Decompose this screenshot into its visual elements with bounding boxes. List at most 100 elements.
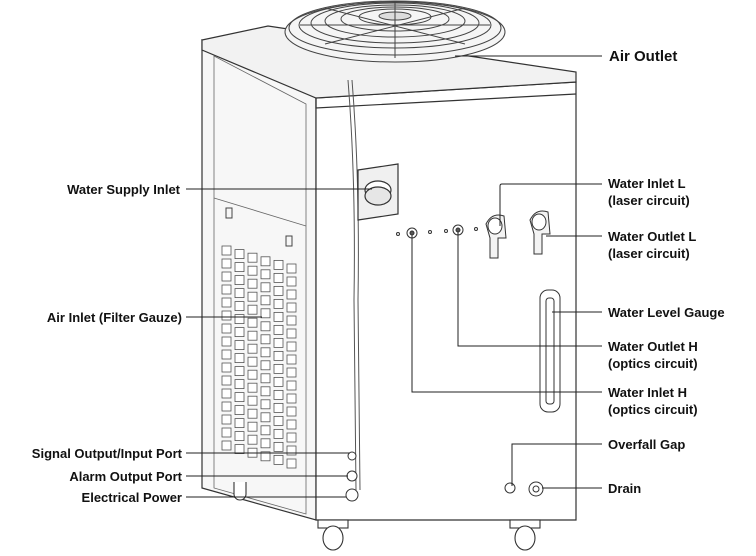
gauze-cell — [286, 458, 297, 469]
water-inlet-h-title: Water Inlet H — [608, 385, 687, 400]
gauze-cell — [247, 291, 258, 302]
gauze-cell — [273, 415, 284, 426]
gauze-cell — [221, 297, 232, 308]
gauze-cell — [247, 356, 258, 367]
label-overfall-gap: Overfall Gap — [608, 437, 686, 452]
gauze-cell — [221, 375, 232, 386]
water-outlet-l-title: Water Outlet L — [608, 229, 697, 244]
gauze-cell — [221, 284, 232, 295]
gauze-cell — [247, 408, 258, 419]
gauze-cell — [247, 434, 258, 445]
gauze-cell — [221, 401, 232, 412]
gauze-cell — [260, 386, 271, 397]
gauze-cell — [260, 425, 271, 436]
gauze-cell — [286, 380, 297, 391]
gauze-cell — [221, 388, 232, 399]
gauze-cell — [286, 393, 297, 404]
gauze-cell — [260, 399, 271, 410]
gauze-cell — [221, 258, 232, 269]
gauze-cell — [234, 431, 245, 442]
gauze-cell — [286, 367, 297, 378]
casters — [233, 482, 541, 551]
gauze-cell — [234, 275, 245, 286]
gauze-cell — [286, 263, 297, 274]
gauze-cell — [234, 366, 245, 377]
water-outlet-h-title: Water Outlet H — [608, 339, 698, 354]
leader-lines — [186, 55, 602, 498]
label-water-level-gauge: Water Level Gauge — [608, 305, 725, 320]
water-inlet-l-sub: (laser circuit) — [608, 193, 690, 208]
gauze-cell — [286, 302, 297, 313]
gauze-cell — [234, 314, 245, 325]
gauze-cell — [273, 441, 284, 452]
gauze-cell — [247, 343, 258, 354]
gauze-cell — [260, 412, 271, 423]
label-water-outlet-l: Water Outlet L (laser circuit) — [608, 228, 696, 262]
label-alarm-port: Alarm Output Port — [69, 469, 182, 484]
gauze-cell — [260, 373, 271, 384]
overfall-gap-port — [504, 482, 516, 494]
label-drain: Drain — [608, 481, 642, 496]
gauze-cell — [260, 334, 271, 345]
gauze-cell — [234, 392, 245, 403]
label-air-outlet: Air Outlet — [609, 48, 678, 65]
gauze-cell — [273, 428, 284, 439]
side-pipe — [347, 79, 357, 491]
gauze-cell — [247, 382, 258, 393]
gauze-cell — [260, 438, 271, 449]
gauze-cell — [286, 354, 297, 365]
gauze-cell — [260, 295, 271, 306]
gauze-cell — [286, 432, 297, 443]
gauze-cell — [221, 414, 232, 425]
gauze-cell — [286, 419, 297, 430]
gauze-cell — [273, 311, 284, 322]
gauze-cell — [286, 445, 297, 456]
gauze-cell — [286, 315, 297, 326]
label-signal-port: Signal Output/Input Port — [31, 446, 182, 461]
gauze-cell — [234, 301, 245, 312]
gauze-cell — [273, 337, 284, 348]
gauze-cell — [221, 323, 232, 334]
gauze-cell — [260, 360, 271, 371]
water-outlet-h-sub: (optics circuit) — [608, 356, 698, 371]
gauze-cell — [286, 406, 297, 417]
gauze-cell — [234, 405, 245, 416]
water-supply-inlet-box — [357, 163, 399, 221]
label-water-inlet-h: Water Inlet H (optics circuit) — [608, 384, 698, 418]
gauze-cell — [234, 249, 245, 260]
gauze-cell — [247, 278, 258, 289]
water-inlet-h-sub: (optics circuit) — [608, 402, 698, 417]
label-water-inlet-l: Water Inlet L (laser circuit) — [608, 175, 690, 209]
water-outlet-l-sub: (laser circuit) — [608, 246, 690, 261]
gauze-cell — [273, 272, 284, 283]
gauze-cell — [247, 421, 258, 432]
gauze-cell — [247, 265, 258, 276]
gauze-cell — [260, 282, 271, 293]
gauze-cell — [260, 269, 271, 280]
gauze-cell — [221, 245, 232, 256]
gauze-cell — [234, 444, 245, 455]
gauze-cell — [247, 304, 258, 315]
gauze-cell — [221, 362, 232, 373]
gauze-cell — [273, 376, 284, 387]
gauze-cell — [247, 395, 258, 406]
gauze-cell — [234, 327, 245, 338]
gauze-cell — [273, 363, 284, 374]
gauze-cell — [260, 451, 271, 462]
gauze-cell — [247, 330, 258, 341]
side-panel — [201, 39, 317, 521]
gauze-cell — [273, 389, 284, 400]
gauze-cell — [273, 298, 284, 309]
gauze-cell — [234, 353, 245, 364]
gauze-cell — [260, 308, 271, 319]
gauze-cell — [234, 262, 245, 273]
gauze-cell — [221, 271, 232, 282]
gauze-cell — [273, 454, 284, 465]
gauze-cell — [273, 402, 284, 413]
gauze-cell — [260, 347, 271, 358]
gauze-cell — [247, 252, 258, 263]
gauze-cell — [273, 350, 284, 361]
gauze-cell — [273, 324, 284, 335]
